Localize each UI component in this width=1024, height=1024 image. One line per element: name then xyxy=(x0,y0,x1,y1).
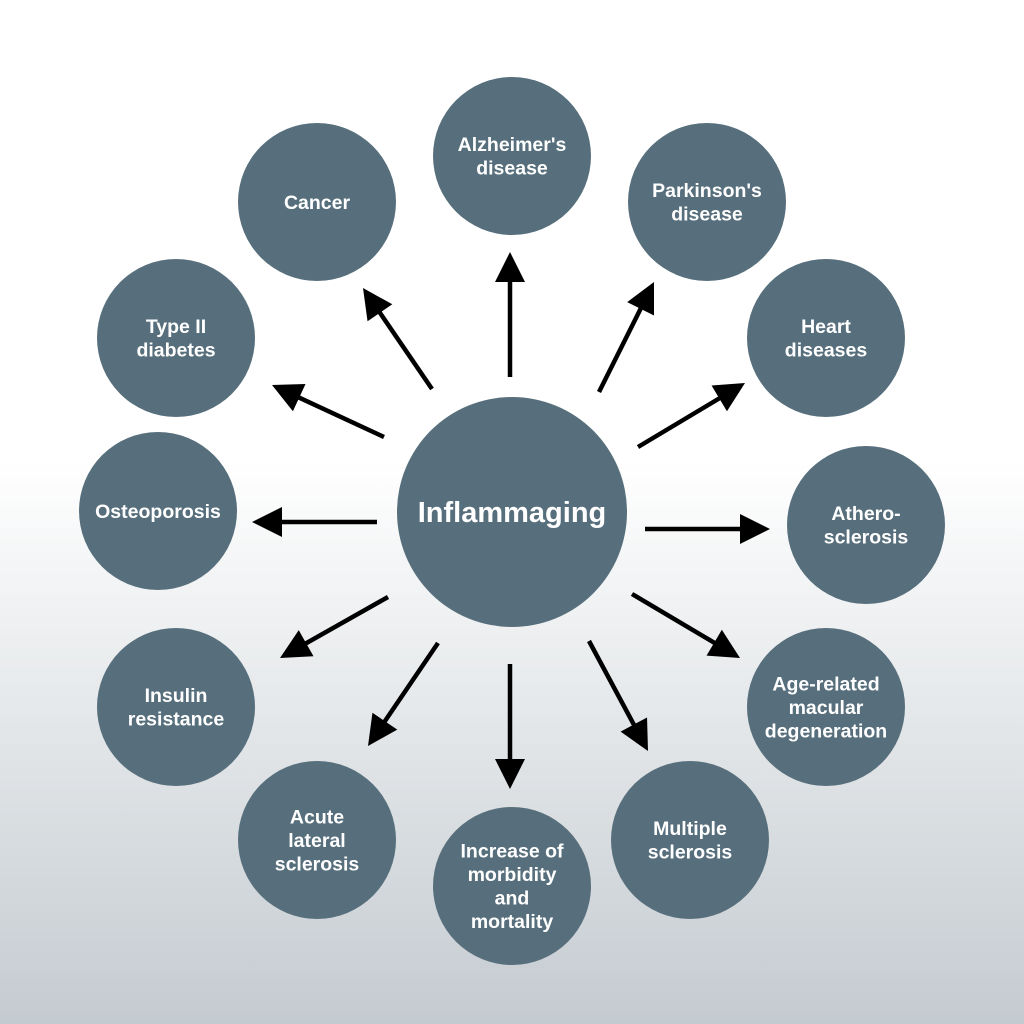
node-label-amd-0: Age-related xyxy=(772,673,879,695)
arrow-to-cancer xyxy=(376,309,434,391)
node-athero: Athero-sclerosis xyxy=(787,446,945,604)
node-circle-athero xyxy=(787,446,945,604)
node-label-morbidity-0: Increase of xyxy=(461,841,564,863)
arrowhead-osteoporosis xyxy=(252,507,282,537)
node-cancer: Cancer xyxy=(238,123,396,281)
node-label-amd-1: macular xyxy=(789,697,864,719)
node-label-parkinsons-0: Parkinson's xyxy=(652,180,762,202)
node-circle-osteoporosis xyxy=(79,432,237,590)
node-label-alzheimers-0: Alzheimer's xyxy=(458,134,567,156)
node-label-ms-0: Multiple xyxy=(653,818,727,840)
node-label-parkinsons-1: disease xyxy=(671,204,743,226)
node-circle-morbidity xyxy=(433,807,591,965)
node-label-diabetes-1: diabetes xyxy=(136,340,215,362)
arrowhead-alzheimers xyxy=(495,252,525,282)
node-circle-amd xyxy=(747,628,905,786)
node-label-cancer-0: Cancer xyxy=(284,192,351,214)
arrowhead-morbidity xyxy=(495,759,525,789)
node-label-heart-1: diseases xyxy=(785,340,868,362)
node-label-als-0: Acute xyxy=(290,806,344,828)
node-label-athero-1: sclerosis xyxy=(824,527,909,549)
node-circle-heart xyxy=(747,259,905,417)
node-label-heart-0: Heart xyxy=(801,316,851,338)
arrowhead-athero xyxy=(740,514,770,544)
arrowhead-amd xyxy=(706,629,740,658)
arrowhead-diabetes xyxy=(272,384,306,412)
center-label: Inflammaging xyxy=(418,497,607,529)
arrow-to-amd xyxy=(630,592,718,646)
arrowhead-ms xyxy=(620,717,648,751)
arrows-group xyxy=(252,252,770,789)
node-label-morbidity-3: mortality xyxy=(471,911,554,933)
arrowhead-heart xyxy=(711,383,745,412)
node-circle-als xyxy=(238,761,396,919)
node-label-morbidity-2: and xyxy=(495,888,530,910)
arrow-to-insulin xyxy=(303,595,390,647)
node-label-insulin-0: Insulin xyxy=(145,685,208,707)
node-circle-cancer xyxy=(238,123,396,281)
node-label-ms-1: sclerosis xyxy=(648,842,733,864)
node-label-athero-0: Athero- xyxy=(831,503,900,525)
arrowhead-parkinsons xyxy=(627,282,654,316)
node-label-als-1: lateral xyxy=(288,830,345,852)
node-label-amd-2: degeneration xyxy=(765,720,887,742)
arrow-to-heart xyxy=(636,395,723,449)
nodes-group: Alzheimer'sdiseaseParkinson'sdiseaseHear… xyxy=(79,77,945,965)
arrow-to-ms xyxy=(587,639,637,728)
node-label-alzheimers-1: disease xyxy=(476,158,548,180)
node-circle-ms xyxy=(611,761,769,919)
node-label-osteoporosis-0: Osteoporosis xyxy=(95,501,221,523)
arrow-to-als xyxy=(381,641,440,725)
arrowhead-cancer xyxy=(363,288,393,322)
node-label-morbidity-1: morbidity xyxy=(468,864,557,886)
node-circle-insulin xyxy=(97,628,255,786)
node-circle-alzheimers xyxy=(433,77,591,235)
node-circle-diabetes xyxy=(97,259,255,417)
node-osteoporosis: Osteoporosis xyxy=(79,432,237,590)
node-label-diabetes-0: Type II xyxy=(146,316,206,338)
node-label-als-2: sclerosis xyxy=(275,853,360,875)
node-circle-parkinsons xyxy=(628,123,786,281)
arrow-to-parkinsons xyxy=(596,306,644,394)
arrowhead-insulin xyxy=(280,630,314,658)
arrowhead-als xyxy=(368,712,398,746)
arrow-to-diabetes xyxy=(296,394,385,440)
center-circle xyxy=(397,397,627,627)
node-label-insulin-1: resistance xyxy=(128,709,225,731)
center-node: Inflammaging xyxy=(397,397,627,627)
